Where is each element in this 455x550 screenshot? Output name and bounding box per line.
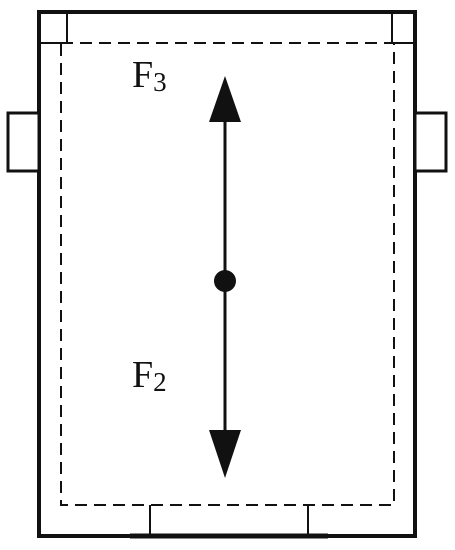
left-side-block bbox=[6, 111, 41, 173]
arrow-up-head bbox=[209, 76, 241, 122]
force-label-up-subscript: 3 bbox=[153, 67, 167, 97]
force-label-up-letter: F bbox=[132, 54, 153, 96]
arrow-down-head bbox=[209, 430, 241, 478]
center-point bbox=[214, 270, 236, 292]
inner-dashed-boundary bbox=[60, 42, 395, 506]
force-label-down-subscript: 2 bbox=[153, 367, 167, 397]
force-label-down-letter: F bbox=[132, 354, 153, 396]
force-label-down: F2 bbox=[132, 354, 167, 397]
force-label-up: F3 bbox=[132, 54, 167, 97]
right-side-block bbox=[413, 111, 448, 173]
